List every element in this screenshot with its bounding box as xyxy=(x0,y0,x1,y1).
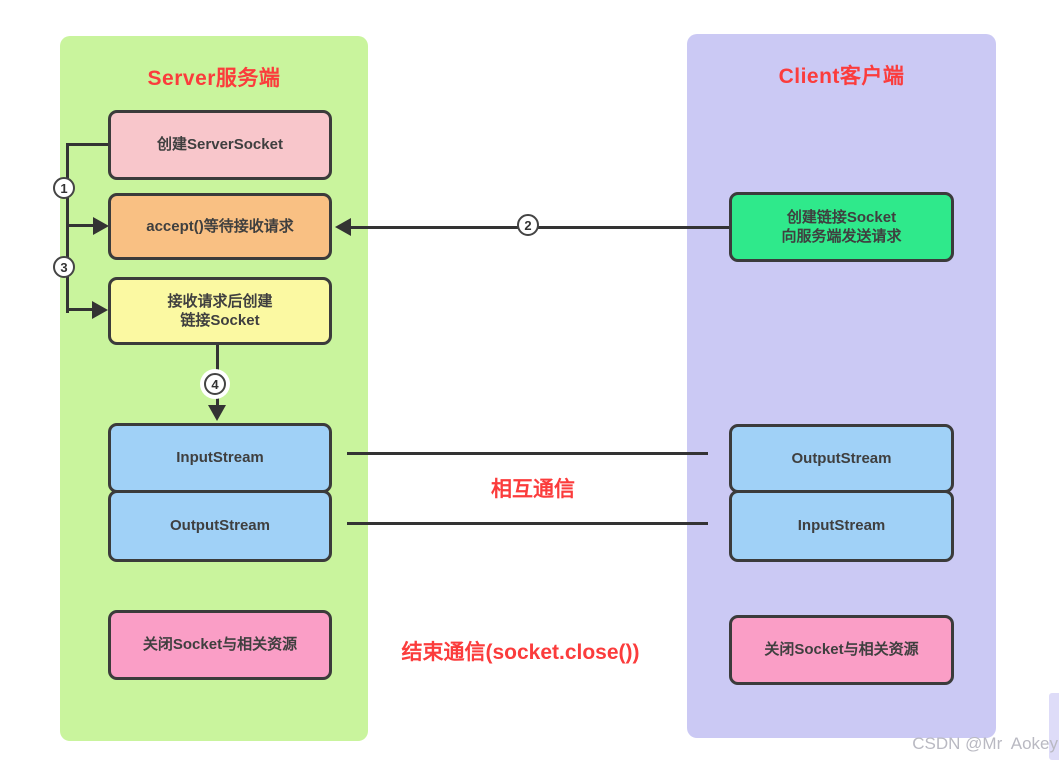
client-box-inputstream: InputStream xyxy=(729,490,954,562)
client-box-close-socket: 关闭Socket与相关资源 xyxy=(729,615,954,685)
connector-to-accept xyxy=(66,224,95,227)
mutual-communication-label: 相互通信 xyxy=(491,478,575,501)
arrowhead-to-accept-icon xyxy=(93,217,109,235)
connector-stream-bottom xyxy=(347,522,708,525)
server-box-create-link-line2: 链接Socket xyxy=(180,312,260,329)
step-3-badge: 3 xyxy=(53,256,75,278)
watermark: CSDN @Mr Aokey xyxy=(912,734,1058,753)
server-panel-title: Server服务端 xyxy=(147,67,281,90)
step-2-badge: 2 xyxy=(517,214,539,236)
connector-create-elbow-top xyxy=(66,143,110,146)
connector-stream-top xyxy=(347,452,708,455)
client-box-outputstream: OutputStream xyxy=(729,424,954,493)
server-box-accept: accept()等待接收请求 xyxy=(108,193,332,260)
server-box-create-serversocket: 创建ServerSocket xyxy=(108,110,332,180)
server-box-outputstream: OutputStream xyxy=(108,490,332,562)
arrowhead-client-request-icon xyxy=(335,218,351,236)
client-box-create-line2: 向服务端发送请求 xyxy=(781,228,902,245)
step-1-badge: 1 xyxy=(53,177,75,199)
client-box-create-line1: 创建链接Socket xyxy=(786,208,897,226)
client-box-create-socket: 创建链接Socket 向服务端发送请求 xyxy=(729,192,954,262)
client-panel-title: Client客户端 xyxy=(778,65,905,88)
arrowhead-link-to-stream-icon xyxy=(208,405,226,421)
server-box-create-link-socket: 接收请求后创建 链接Socket xyxy=(108,277,332,345)
end-communication-label: 结束通信(socket.close()) xyxy=(401,641,640,664)
server-box-close-socket: 关闭Socket与相关资源 xyxy=(108,610,332,680)
step-4-badge: 4 xyxy=(204,373,226,395)
arrowhead-to-link-socket-icon xyxy=(92,301,108,319)
connector-left-vertical xyxy=(66,143,69,313)
server-box-inputstream: InputStream xyxy=(108,423,332,493)
connector-to-link-socket xyxy=(66,308,94,311)
partial-panel-strip xyxy=(1049,693,1059,760)
server-box-create-link-line1: 接收请求后创建 xyxy=(167,292,273,310)
